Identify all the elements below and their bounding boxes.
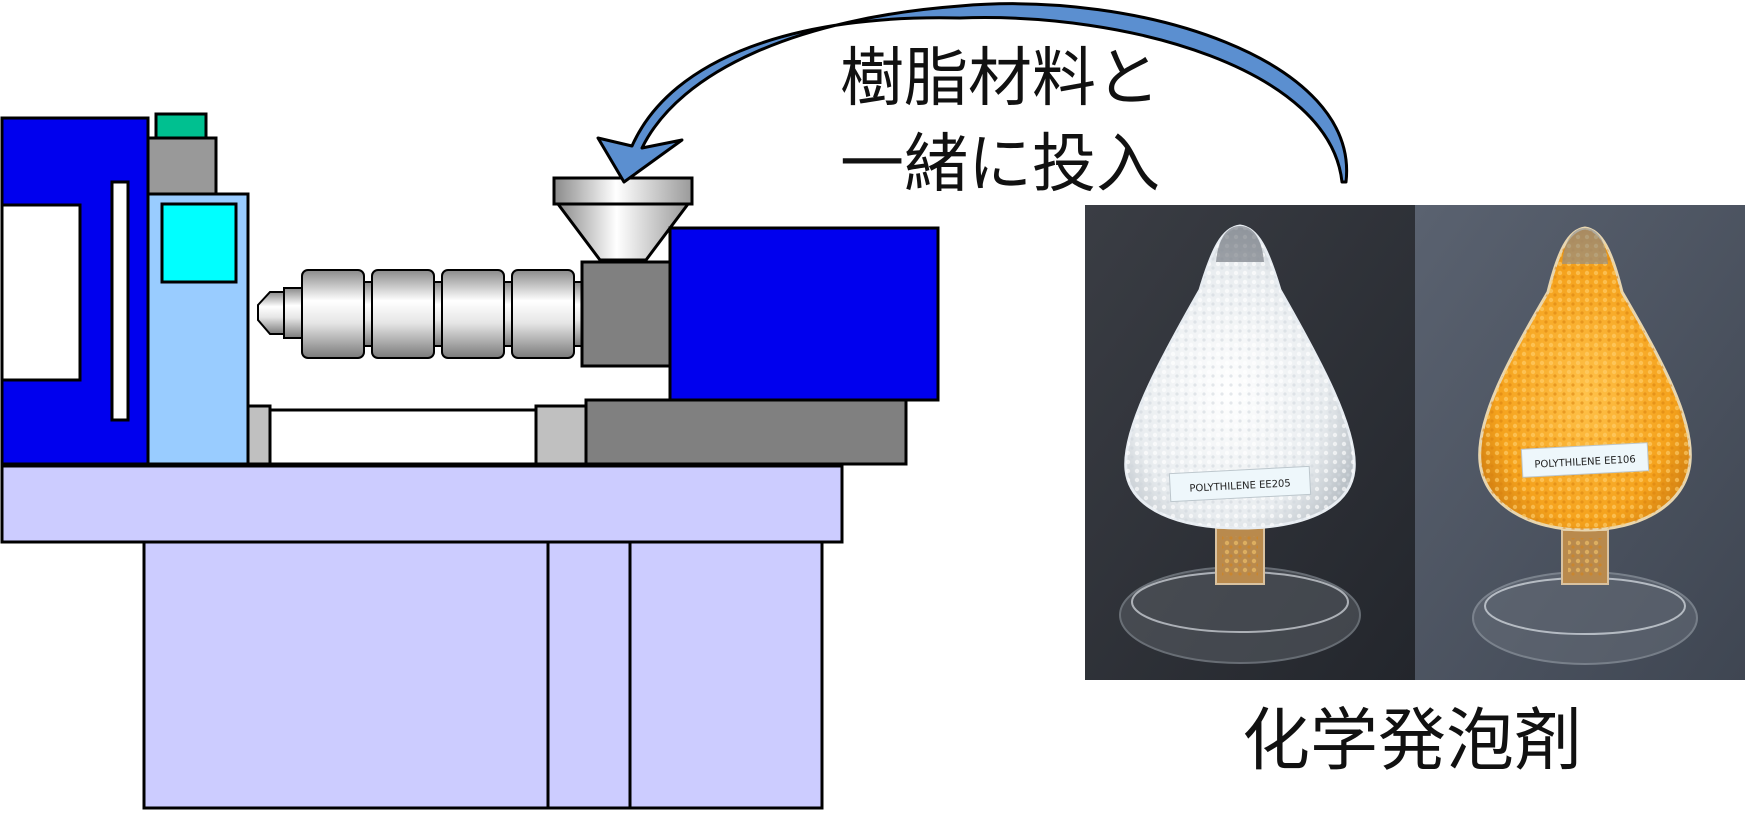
machine-base bbox=[0, 464, 844, 810]
left-bottle-label: POLYTHILENE EE205 bbox=[1189, 478, 1291, 494]
blowing-agent-photo: POLYTHILENE EE205 POLYTHILENE EE106 bbox=[1085, 205, 1745, 680]
injection-unit bbox=[552, 176, 940, 402]
caption-top-line1: 樹脂材料と bbox=[840, 42, 1160, 116]
injection-barrel bbox=[257, 269, 585, 359]
right-bottle-label: POLYTHILENE EE106 bbox=[1534, 454, 1636, 470]
feed-arrow bbox=[596, 2, 1349, 184]
bottle-white: POLYTHILENE EE205 bbox=[1119, 224, 1361, 664]
caption-bottom: 化学発泡剤 bbox=[1242, 702, 1582, 781]
caption-top: 樹脂材料と 一緒に投入 bbox=[840, 42, 1160, 202]
caption-top-line2: 一緒に投入 bbox=[840, 128, 1160, 202]
clamp-unit bbox=[0, 112, 250, 466]
bottle-orange: POLYTHILENE EE106 bbox=[1472, 226, 1698, 665]
machine-rail bbox=[246, 398, 908, 466]
